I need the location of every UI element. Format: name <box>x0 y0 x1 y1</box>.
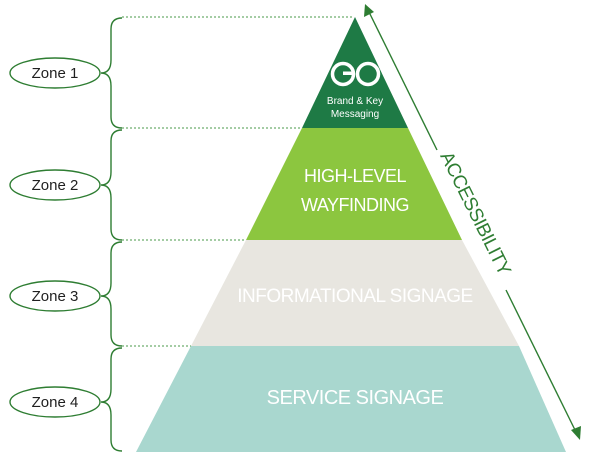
dotted-guides <box>122 16 352 347</box>
tier-2-line-2: WAYFINDING <box>301 195 409 215</box>
zone-1-bracket <box>100 17 123 129</box>
zone-brackets <box>100 17 123 452</box>
zone-1: Zone 1 <box>9 57 101 89</box>
tier-3-informational-signage <box>191 240 519 346</box>
tier-3-label: INFORMATIONAL SIGNAGE <box>237 286 472 307</box>
zone-3-bracket <box>100 241 123 347</box>
zone-3-label: Zone 3 <box>32 288 79 305</box>
zone-1-label: Zone 1 <box>32 65 79 82</box>
zone-4: Zone 4 <box>9 386 101 418</box>
tier-1-line-1: Brand & Key <box>327 96 383 107</box>
zone-2-oval <box>9 169 101 201</box>
arrow-head-bottom-icon <box>571 426 581 440</box>
zone-2-label: Zone 2 <box>32 177 79 194</box>
tier-4-label: SERVICE SIGNAGE <box>267 387 444 409</box>
zone-4-label: Zone 4 <box>32 394 79 411</box>
zone-4-oval <box>9 386 101 418</box>
zone-2-bracket <box>100 129 123 241</box>
arrow-head-top-icon <box>364 4 374 17</box>
tier-1-line-2: Messaging <box>331 109 379 120</box>
zone-3-oval <box>9 280 101 312</box>
tier-2-high-level-wayfinding <box>246 128 462 240</box>
go-logo-icon <box>330 61 381 87</box>
arrow-shaft-upper <box>368 11 438 151</box>
arrow-shaft-lower <box>505 289 577 433</box>
tier-2-line-1: HIGH-LEVEL <box>304 166 407 186</box>
zone-2: Zone 2 <box>9 169 101 201</box>
zone-3: Zone 3 <box>9 280 101 312</box>
zone-4-bracket <box>100 347 123 452</box>
tier-4-service-signage <box>136 346 566 452</box>
accessibility-arrow <box>364 4 581 440</box>
zone-1-oval <box>9 57 101 89</box>
